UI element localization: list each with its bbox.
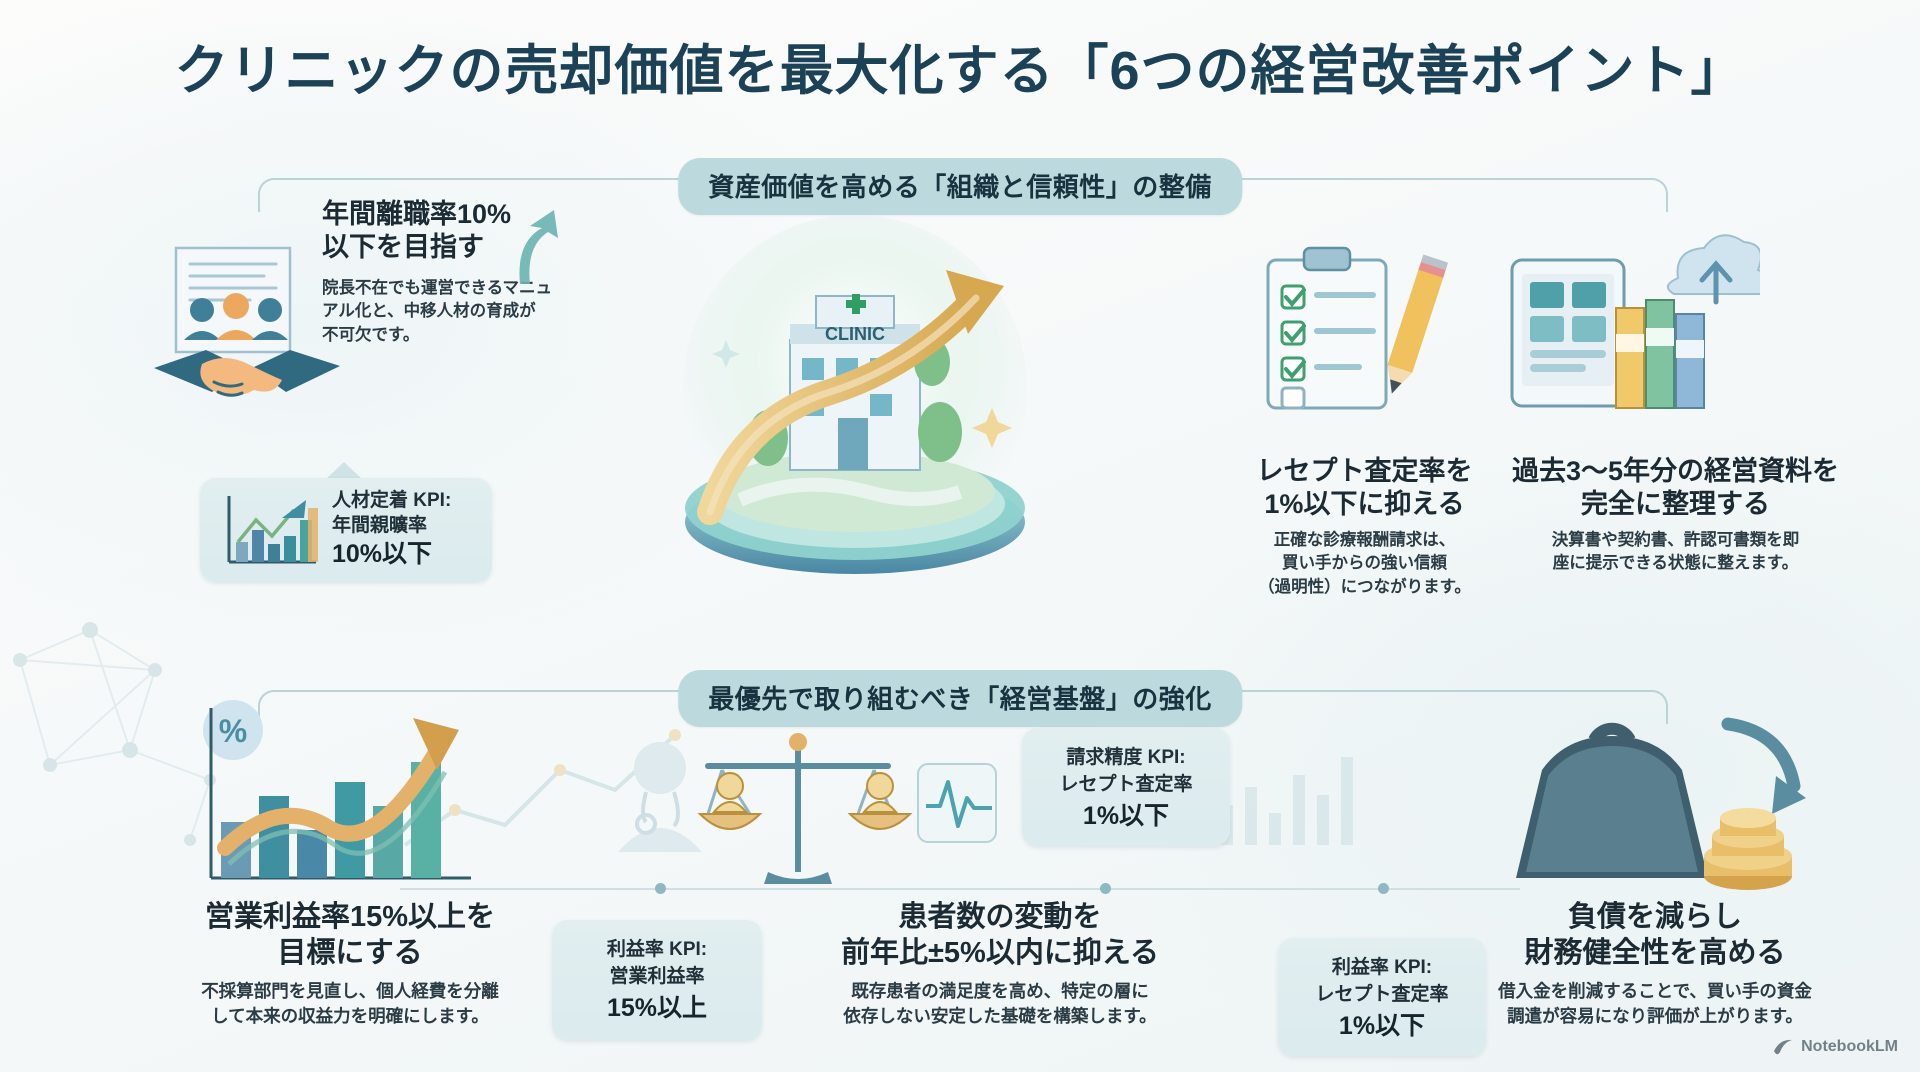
balance-scale-patients-icon (618, 733, 997, 884)
page-title: クリニックの売却価値を最大化する「6つの経営改善ポイント」 (174, 41, 1746, 101)
retention-kpi-label: 人材定着 KPI: (332, 490, 452, 512)
debt-reduction-kpi-metric: レセプト査定率 (1315, 984, 1449, 1005)
section-foundation-title: 最優先で取り組むべき「経営基盤」の強化 (678, 670, 1242, 727)
receipt-body: 正確な診療報酬請求は、 買い手からの強い信頼 （過明性）につながります。 (1258, 530, 1471, 596)
patient-volume-body: 既存患者の満足度を高め、特定の層に 依存しない安定した基礎を構築します。 (843, 980, 1157, 1026)
notebooklm-watermark: NotebookLM (1772, 1036, 1898, 1058)
retention-kpi-box: 人材定着 KPI: 年間親曠率 10%以下 (200, 478, 492, 582)
bottom-connector-dot (1378, 883, 1389, 894)
retention-body: 院長不在でも運営できるマニュ アル化と、中移人材の育成が 不可欠です。 (322, 278, 553, 344)
bar-chart-growth-icon (227, 496, 318, 564)
percent-bar-chart-arrow-icon: % (203, 700, 471, 880)
debt-reduction-text-block: 負債を減らし 財務健全性を高める 借入金を削減することで、買い手の資金 調遣が容… (1420, 900, 1890, 1029)
records-body: 決算書や契約書、許認可書類を即 座に提示できる状態に整えます。 (1551, 530, 1800, 573)
operating-margin-text-block: 営業利益率15%以上を 目標にする 不採算部門を見直し、個人経費を分離 して本来… (140, 900, 560, 1029)
records-heading: 過去3〜5年分の経営資料を 完全に整理する (1511, 456, 1840, 520)
tablet-binders-cloud-icon (1510, 234, 1760, 409)
debt-reduction-kpi-value: 1%以下 (1338, 1012, 1426, 1040)
handshake-document-icon (154, 246, 340, 397)
svg-text:CLINIC: CLINIC (825, 324, 885, 344)
section-organization-title: 資産価値を高める「組織と信頼性」の整備 (678, 158, 1242, 215)
weight-coins-icon (1516, 717, 1806, 890)
background-sparkline-decoration (1221, 757, 1353, 845)
retention-text-block: 年間離職率10% 以下を目指す 院長不在でも運営できるマニュ アル化と、中移人材… (322, 198, 597, 347)
billing-accuracy-kpi-value: 1%以下 (1082, 802, 1170, 830)
debt-reduction-body: 借入金を削減することで、買い手の資金 調遣が容易になり評価が上がります。 (1498, 980, 1812, 1026)
debt-reduction-heading: 負債を減らし 財務健全性を高める (1524, 901, 1786, 969)
patient-volume-heading: 患者数の変動を 前年比±5%以内に抑える (841, 901, 1159, 969)
svg-text:%: % (219, 713, 247, 749)
retention-heading: 年間離職率10% 以下を目指す (322, 199, 512, 263)
retention-kpi-metric: 年間親曠率 (332, 514, 428, 536)
patient-volume-text-block: 患者数の変動を 前年比±5%以内に抑える 既存患者の満足度を高め、特定の層に 依… (775, 900, 1225, 1029)
operating-margin-kpi-box: 利益率 KPI: 営業利益率 15%以上 (552, 920, 762, 1040)
receipt-text-block: レセプト査定率を 1%以下に抑える 正確な診療報酬請求は、 買い手からの強い信頼… (1222, 455, 1507, 599)
debt-reduction-kpi-box: 利益率 KPI: レセプト査定率 1%以下 (1278, 938, 1486, 1056)
bottom-row-connector (400, 888, 1520, 890)
operating-margin-kpi-label: 利益率 KPI: (606, 939, 708, 960)
retention-kpi-value: 10%以下 (332, 540, 433, 569)
operating-margin-kpi-value: 15%以上 (606, 994, 708, 1022)
debt-reduction-kpi-label: 利益率 KPI: (1331, 957, 1433, 978)
billing-accuracy-kpi-label: 請求精度 KPI: (1066, 747, 1186, 768)
retention-up-arrow-icon (519, 210, 558, 284)
operating-margin-kpi-metric: 営業利益率 (609, 966, 705, 987)
clinic-building-growth-arrow-icon: CLINIC (683, 215, 1027, 574)
notebooklm-watermark-label: NotebookLM (1801, 1038, 1898, 1055)
retention-kpi-caret (327, 462, 361, 478)
records-text-block: 過去3〜5年分の経営資料を 完全に整理する 決算書や契約書、許認可書類を即 座に… (1498, 455, 1853, 576)
bottom-connector-dot (655, 883, 666, 894)
operating-margin-heading: 営業利益率15%以上を 目標にする (204, 901, 496, 969)
clipboard-checklist-pencil-icon (1266, 246, 1449, 410)
bottom-connector-dot (1100, 883, 1111, 894)
billing-accuracy-kpi-box: 請求精度 KPI: レセプト査定率 1%以下 (1022, 728, 1230, 846)
notebooklm-logo-icon (1774, 1039, 1793, 1055)
receipt-heading: レセプト査定率を 1%以下に抑える (1256, 456, 1473, 520)
billing-accuracy-kpi-metric: レセプト査定率 (1059, 774, 1193, 795)
operating-margin-body: 不採算部門を見直し、個人経費を分離 して本来の収益力を明確にします。 (201, 980, 499, 1026)
